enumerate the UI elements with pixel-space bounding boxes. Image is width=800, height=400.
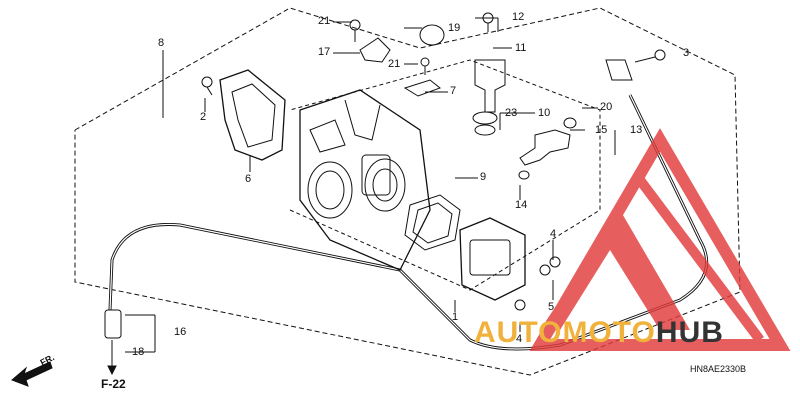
watermark-text-hub: HUB <box>655 316 724 349</box>
label-9: 9 <box>480 171 487 183</box>
throttle-body <box>299 89 431 271</box>
label-21b: 21 <box>388 58 401 70</box>
label-16: 16 <box>174 326 187 338</box>
plate-7 <box>403 79 442 97</box>
label-4b: 4 <box>516 333 523 345</box>
injector-upper <box>472 59 506 136</box>
watermark-text: AUTOMOTOHUB <box>474 318 724 348</box>
label-23: 23 <box>505 107 518 119</box>
injector-lower <box>518 117 577 180</box>
label-2: 2 <box>200 111 207 123</box>
label-8: 8 <box>158 37 165 49</box>
front-arrow <box>11 361 53 387</box>
watermark-logo <box>529 128 791 351</box>
label-11: 11 <box>515 42 527 54</box>
label-17: 17 <box>318 46 331 58</box>
label-10: 10 <box>538 107 551 119</box>
watermark-text-moto: MOTO <box>562 316 656 349</box>
watermark-text-auto: AUTO <box>474 316 563 349</box>
connector-19 <box>419 24 445 46</box>
label-4a: 4 <box>550 228 557 240</box>
label-5: 5 <box>548 301 555 313</box>
air-funnel <box>219 69 286 161</box>
label-21a: 21 <box>318 15 331 27</box>
bracket-17 <box>359 37 391 63</box>
label-1: 1 <box>452 311 459 323</box>
label-6: 6 <box>245 173 252 185</box>
label-15: 15 <box>595 124 608 136</box>
label-14: 14 <box>515 199 528 211</box>
label-19: 19 <box>448 22 461 34</box>
assembly-boundary <box>74 7 741 376</box>
injector-group-boundary <box>289 59 601 291</box>
gasket <box>404 194 461 251</box>
sensor-unit <box>459 217 526 301</box>
label-7: 7 <box>450 85 457 97</box>
diagram-code: HN8AE2330B <box>690 364 747 374</box>
label-13: 13 <box>630 124 643 136</box>
label-20: 20 <box>600 101 613 113</box>
label-3: 3 <box>683 47 690 59</box>
label-12: 12 <box>512 11 525 23</box>
label-18: 18 <box>132 346 145 358</box>
hose-joint <box>104 309 122 339</box>
figure-reference: F-22 <box>101 377 126 391</box>
